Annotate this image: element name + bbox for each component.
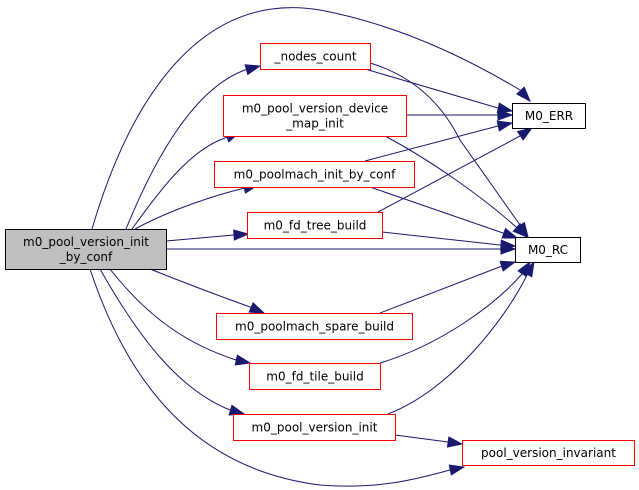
node-label: _nodes_count (273, 50, 356, 64)
node-label: m0_fd_tree_build (264, 219, 367, 233)
arrowhead-icon (233, 229, 250, 241)
edge-poolmach-init-by-conf-to-m0-rc (369, 186, 519, 239)
arrowhead-icon (244, 64, 262, 76)
edge-root-to-poolmach-init-by-conf (134, 182, 260, 230)
edge-line (131, 137, 226, 230)
edge-root-to-fd-tile-build (109, 268, 252, 366)
edge-poolmach-init-by-conf-to-m0-err (364, 120, 514, 162)
node-label: m0_poolmach_spare_build (235, 320, 394, 334)
node-device-map-init[interactable]: m0_pool_version_device_map_init (223, 95, 407, 137)
node-poolmach-spare-build[interactable]: m0_poolmach_spare_build (216, 313, 413, 340)
node-fd-tile-build[interactable]: m0_fd_tile_build (249, 363, 381, 390)
node-label: m0_fd_tile_build (266, 370, 363, 384)
edge-line (369, 62, 521, 226)
node-box (249, 363, 381, 390)
node-label: m0_pool_version_init (23, 235, 149, 249)
edge-line (99, 268, 231, 411)
arrowhead-icon (499, 260, 517, 272)
edge-line (384, 135, 516, 227)
edge-root-to-fd-tree-build (165, 229, 250, 242)
edge-line (364, 68, 499, 109)
arrowhead-icon (448, 464, 466, 476)
edge-line (364, 125, 499, 162)
edge-root-to-poolmach-spare-build (149, 268, 266, 314)
edge-fd-tree-build-to-m0-err (377, 127, 534, 213)
arrowhead-icon (234, 354, 252, 366)
node-root: m0_pool_version_init_by_conf (5, 229, 167, 270)
edge-line (134, 187, 246, 230)
edge-line (149, 268, 251, 308)
node-label: m0_pool_version_device (242, 102, 388, 116)
arrowhead-icon (500, 239, 517, 251)
edge-root-to-pool-version-invariant (89, 268, 466, 487)
arrowhead-icon (228, 404, 246, 416)
edge-root-to-pool-version-init (99, 268, 246, 416)
arrowhead-icon (497, 109, 514, 121)
node-label: _map_init (285, 117, 344, 131)
arrowhead-icon (501, 227, 519, 239)
edge-line (369, 186, 504, 234)
edge-line (109, 268, 237, 361)
arrowhead-icon (496, 120, 514, 132)
edge-root-to-nodes-count (125, 64, 262, 230)
node-label: _by_conf (59, 250, 113, 264)
node-poolmach-init-by-conf[interactable]: m0_poolmach_init_by_conf (214, 161, 415, 188)
arrowhead-icon (248, 302, 266, 314)
node-box (233, 414, 396, 441)
node-label: m0_pool_version_init (252, 421, 378, 435)
edge-line (165, 234, 235, 242)
node-m0-rc[interactable]: M0_RC (515, 237, 581, 263)
edge-line (381, 231, 501, 246)
nodes-layer: m0_pool_version_init_by_conf_nodes_count… (5, 43, 635, 466)
edge-pool-version-init-to-pool-version-invariant (394, 434, 464, 448)
node-box (512, 103, 586, 129)
node-box (223, 95, 407, 137)
edge-fd-tile-build-to-m0-rc (379, 260, 531, 364)
edge-fd-tree-build-to-m0-rc (381, 231, 517, 251)
node-box (216, 313, 413, 340)
arrowhead-icon (522, 260, 535, 278)
arrowhead-icon (512, 222, 529, 239)
edge-line (89, 268, 451, 487)
edge-root-to-m0-rc (166, 243, 517, 255)
edge-device-map-init-to-m0-err (406, 109, 514, 121)
node-nodes-count[interactable]: _nodes_count (260, 43, 371, 70)
node-box (5, 229, 167, 270)
edge-pool-version-init-to-m0-rc (387, 260, 535, 415)
edge-root-to-m0-err (91, 7, 531, 230)
arrowhead-icon (516, 127, 534, 141)
arrowhead-icon (516, 86, 531, 103)
node-box (214, 161, 415, 188)
node-box (515, 237, 581, 263)
node-box (462, 440, 635, 466)
node-pool-version-init[interactable]: m0_pool_version_init (233, 414, 396, 441)
arrowhead-icon (446, 436, 464, 448)
edge-line (91, 7, 521, 230)
node-box (260, 43, 371, 70)
edge-line (379, 265, 503, 314)
edge-line (125, 69, 246, 230)
edge-line (379, 273, 523, 364)
node-label: M0_RC (528, 243, 568, 257)
edge-line (387, 274, 528, 415)
node-m0-err[interactable]: M0_ERR (512, 103, 586, 129)
edge-line (377, 135, 521, 213)
node-box (247, 212, 383, 239)
node-fd-tree-build[interactable]: m0_fd_tree_build (247, 212, 383, 239)
edge-device-map-init-to-m0-rc (384, 135, 529, 239)
edge-poolmach-spare-build-to-m0-rc (379, 260, 517, 314)
edge-nodes-count-to-m0-rc (369, 62, 529, 239)
node-label: M0_ERR (525, 109, 573, 123)
node-pool-version-invariant[interactable]: pool_version_invariant (462, 440, 635, 466)
node-label: m0_poolmach_init_by_conf (234, 168, 396, 182)
edge-line (394, 434, 449, 443)
node-label: pool_version_invariant (481, 446, 616, 460)
